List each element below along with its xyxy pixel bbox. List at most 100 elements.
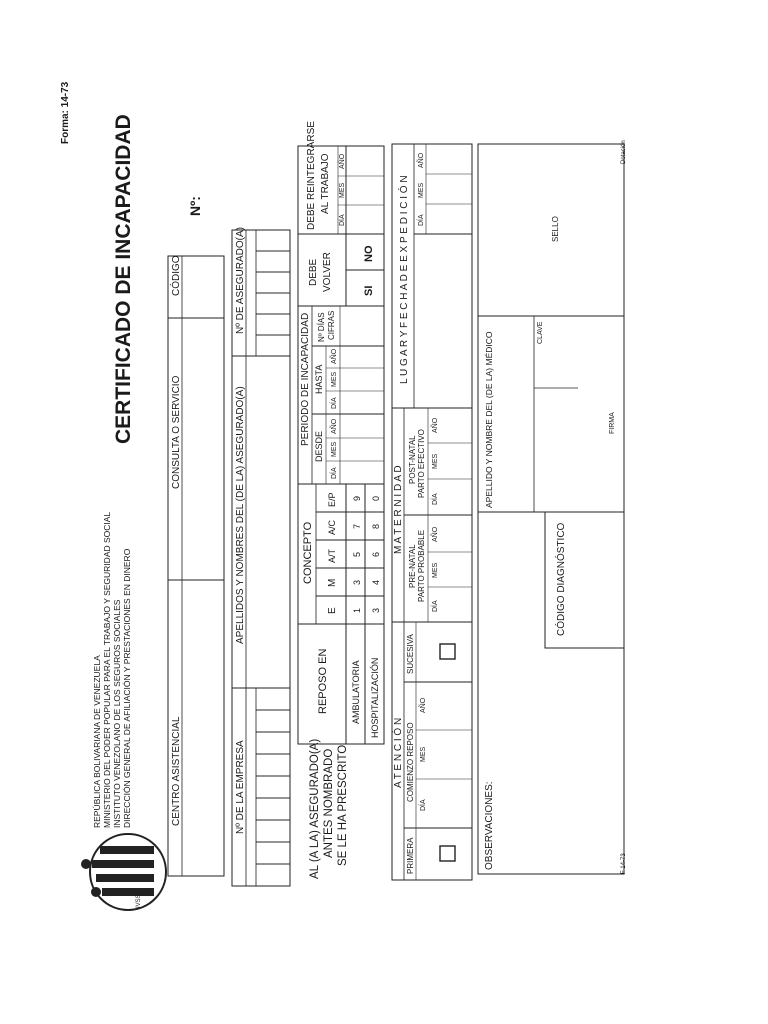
postnatal-dia: DÍA [430,493,439,505]
reposo-label: REPOSO EN [317,649,329,714]
postnatal-mes: MES [432,454,439,470]
reintegro-dia: DÍA [337,214,346,226]
row-prescription: AL (A LA) ASEGURADO(A) ANTES NOMBRADO SE… [297,121,385,879]
comienzo-mes: MES [420,747,427,763]
postnatal-label-2: PARTO EFECTIVO [417,429,426,498]
reintegro-ano: AÑO [337,153,346,169]
apellidos-field[interactable] [248,358,288,686]
desde-mes: MES [331,442,338,458]
asegurado-digit-box[interactable] [255,229,291,252]
hasta-mes: MES [331,372,338,388]
concepto-hosp-3[interactable]: 6 [371,552,381,557]
desde-dia: DÍA [329,467,338,479]
concepto-amb-4[interactable]: 7 [352,524,362,529]
codigo-field[interactable] [184,258,222,316]
concepto-amb-3[interactable]: 5 [352,552,362,557]
prenatal-label-1: PRE-NATAL [408,544,417,588]
header-line-1: REPÚBLICA BOLIVARIANA DE VENEZUELA [92,655,102,828]
form-title: CERTIFICADO DE INCAPACIDAD [112,114,135,444]
desde-ano: AÑO [329,418,338,434]
concepto-hosp-1[interactable]: 3 [371,608,381,613]
postnatal-ano: AÑO [430,417,439,433]
periodo-label: PERIODO DE INCAPACIDAD [300,313,311,446]
form-code: Forma: 14-73 [60,81,71,144]
consulta-servicio-label: CONSULTA O SERVICIO [171,375,182,489]
hasta-label: HASTA [314,365,324,394]
hasta-dia: DÍA [329,397,338,409]
expedicion-ano: AÑO [416,152,425,168]
medico-label: APELLIDO Y NOMBRE DEL (DE LA) MÉDICO [484,331,494,508]
empresa-digit-box[interactable] [255,687,291,711]
codigo-label: CÓDIGO [169,255,182,296]
asegurado-no-label: Nº DE ASEGURADO(A) [235,227,246,334]
header-line-2: MINISTERIO DEL PODER POPULAR PARA EL TRA… [102,512,112,828]
sello-label: SELLO [551,216,560,242]
row-asegurado: Nº DE LA EMPRESA APELLIDOS Y NOMBRES DEL… [231,227,291,887]
concepto-header-ep: E/P [327,492,337,507]
rotated-form: Forma: 14-73 IVSS REPÚBLICA BOLIVARIANA … [60,81,627,911]
logo-text: IVSS [136,894,142,908]
reintegro-mes: MES [339,183,346,199]
row-atencion: A T E N C I Ó N PRIMERA COMIENZO REPOSO … [391,143,473,881]
number-label: Nº: [187,196,203,216]
desde-label: DESDE [314,431,324,462]
header-line-3: INSTITUTO VENEZOLANO DE LOS SEGUROS SOCI… [112,599,122,828]
concepto-hosp-5[interactable]: 0 [371,496,381,501]
header-institution: REPÚBLICA BOLIVARIANA DE VENEZUELA MINIS… [92,512,132,828]
concepto-header-at: A/T [327,548,337,563]
postnatal-label-1: POST-NATAL [408,435,417,484]
sucesiva-label: SUCESIVA [406,633,415,674]
row-observaciones: OBSERVACIONES: CÓDIGO DIAGNÓSTICO APELLI… [477,143,625,875]
firma-label: FIRMA [609,412,616,434]
header-line-4: DIRECCIÓN GENERAL DE AFILIACIÓN Y PRESTA… [122,548,132,828]
lugar-expedicion-field[interactable] [416,236,470,406]
prenatal-mes: MES [432,563,439,579]
observaciones-label: OBSERVACIONES: [484,781,495,870]
ivss-logo: IVSS [81,833,167,911]
centro-asistencial-label: CENTRO ASISTENCIAL [171,716,182,826]
asegurado-number-boxes [255,229,291,357]
empresa-number-boxes [255,687,291,887]
concepto-hosp-2[interactable]: 4 [371,580,381,585]
primera-checkbox[interactable] [439,845,456,862]
expedicion-dia: DÍA [416,214,425,226]
hospitalizacion-label: HOSPITALIZACIÓN [370,658,380,738]
comienzo-dia: DÍA [418,799,427,811]
sucesiva-checkbox[interactable] [439,643,456,660]
footer-code: F 14-73 [621,853,627,874]
empresa-label: Nº DE LA EMPRESA [235,740,246,834]
debe-volver-si[interactable]: SI [363,286,375,296]
codigo-diagnostico-label: CÓDIGO DIAGNÓSTICO [554,522,567,636]
atencion-label: A T E N C I Ó N [391,718,404,788]
concepto-amb-2[interactable]: 3 [352,580,362,585]
debe-volver-no[interactable]: NO [363,245,375,262]
reintegrarse-label-1: DEBE REINTEGRARSE [306,121,317,230]
concepto-label: CONCEPTO [302,521,314,584]
concepto-header-m: M [327,579,338,587]
concepto-amb-5[interactable]: 9 [352,496,362,501]
hasta-ano: AÑO [329,348,338,364]
centro-asistencial-field[interactable] [184,582,222,874]
clave-label: CLAVE [537,321,544,344]
reintegrarse-label-2: AL TRABAJO [320,153,331,214]
ambulatoria-label: AMBULATORIA [351,660,361,724]
primera-label: PRIMERA [406,837,415,874]
comienzo-ano: AÑO [418,697,427,713]
dias-cifras-label-2: CIFRAS [327,311,336,340]
concepto-header-ac: A/C [327,519,337,535]
sello-field[interactable] [480,146,622,314]
concepto-hosp-4[interactable]: 8 [371,524,381,529]
observaciones-field[interactable] [496,514,544,872]
expedicion-mes: MES [418,183,425,199]
apellidos-label: APELLIDOS Y NOMBRES DEL (DE LA) ASEGURAD… [235,386,246,644]
consulta-servicio-field[interactable] [184,320,222,578]
row-centro: CENTRO ASISTENCIAL CONSULTA O SERVICIO C… [167,255,225,877]
concepto-amb-1[interactable]: 1 [352,608,362,613]
comienzo-reposo-label: COMIENZO REPOSO [406,722,415,802]
concepto-header-e: E [327,607,338,614]
lugar-fecha-label: L U G A R Y F E C H A D E E X P E D I C … [397,175,410,384]
prenatal-dia: DÍA [430,600,439,612]
prescribed-note-line-2: ANTES NOMBRADO [323,749,335,858]
prescribed-note-line-3: SE LE HA PRESCRITO [337,745,349,866]
